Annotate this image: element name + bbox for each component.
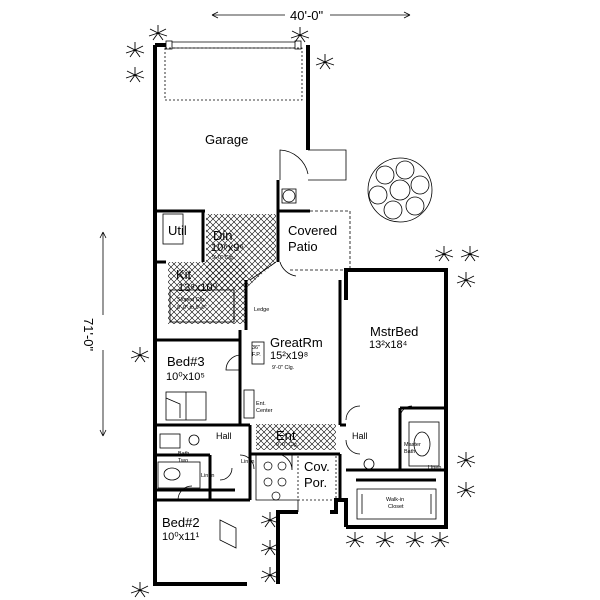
patio-outline (290, 149, 351, 271)
door-swings (165, 149, 413, 549)
kitchen-ceiling-line2: 8'-0" to 9'-0" (177, 305, 207, 311)
walkin-closet-line1: Walk-in (386, 497, 405, 503)
covered-patio-line2: Patio (288, 239, 318, 254)
fireplace-size: 36" (252, 345, 261, 351)
cov-porch-line1: Cov. (304, 459, 330, 474)
shrub-icons (125, 25, 480, 598)
walkin-closet-line2: Closet (388, 504, 404, 510)
bed3-label: Bed#3 (167, 354, 205, 369)
hall-left-label: Hall (216, 431, 232, 441)
great-room-size: 15²x19⁸ (270, 350, 309, 362)
great-room-ceiling: 9'-0" Clg. (272, 365, 295, 371)
fireplace-label: F.P. (252, 352, 261, 358)
width-dimension-line (211, 11, 411, 19)
master-bed-size: 13²x18⁴ (369, 339, 408, 351)
kitchen-size: 13⁸x10⁰ (178, 282, 218, 294)
dining-ceiling: 9'-0" Clg. (212, 255, 235, 261)
garage-label: Garage (205, 132, 249, 147)
master-bath-line2: Bath (404, 449, 416, 455)
bed2-size: 10⁰x11¹ (162, 531, 200, 543)
master-bed-label: MstrBed (370, 324, 419, 339)
ledge-label: Ledge (254, 307, 270, 313)
entry-label: Ent (276, 428, 296, 443)
ent-center-line2: Center (256, 408, 273, 414)
bath-two-line2: Two (178, 458, 189, 464)
kitchen-label: Kit (176, 267, 192, 282)
linen-left2-label: Linen (201, 473, 215, 479)
covered-patio-line1: Covered (288, 223, 338, 238)
porch-planting-icons (263, 461, 287, 501)
dining-label: Din (213, 228, 233, 243)
linen-right-label: Linen (428, 465, 442, 471)
linen-left1-label: Linen (241, 459, 255, 465)
interior-walls (155, 180, 446, 502)
bath-two-line1: Bath (178, 451, 190, 457)
hall-right-label: Hall (352, 431, 368, 441)
bed2-label: Bed#2 (162, 515, 200, 530)
dining-size: 10⁶x9⁶ (211, 242, 244, 254)
cov-porch-line2: Por. (304, 475, 328, 490)
bed3-size: 10⁰x10⁵ (166, 371, 205, 383)
master-bath-line1: Master (404, 442, 421, 448)
util-label: Util (168, 223, 187, 238)
entry-ceiling: 9'-0" Clg. (276, 442, 299, 448)
kitchen-ceiling-line1: Sloped Clg. (177, 297, 206, 303)
width-dimension-label: 40'-0" (290, 8, 324, 23)
tree-icon (367, 157, 433, 223)
fixtures (157, 188, 440, 520)
depth-dimension-line (99, 231, 107, 437)
hatched-floors (168, 214, 336, 450)
depth-dimension-label: 71'-0" (81, 318, 96, 352)
great-room-label: GreatRm (270, 335, 323, 350)
ent-center-line1: Ent. (256, 401, 266, 407)
garage-door (164, 40, 303, 101)
